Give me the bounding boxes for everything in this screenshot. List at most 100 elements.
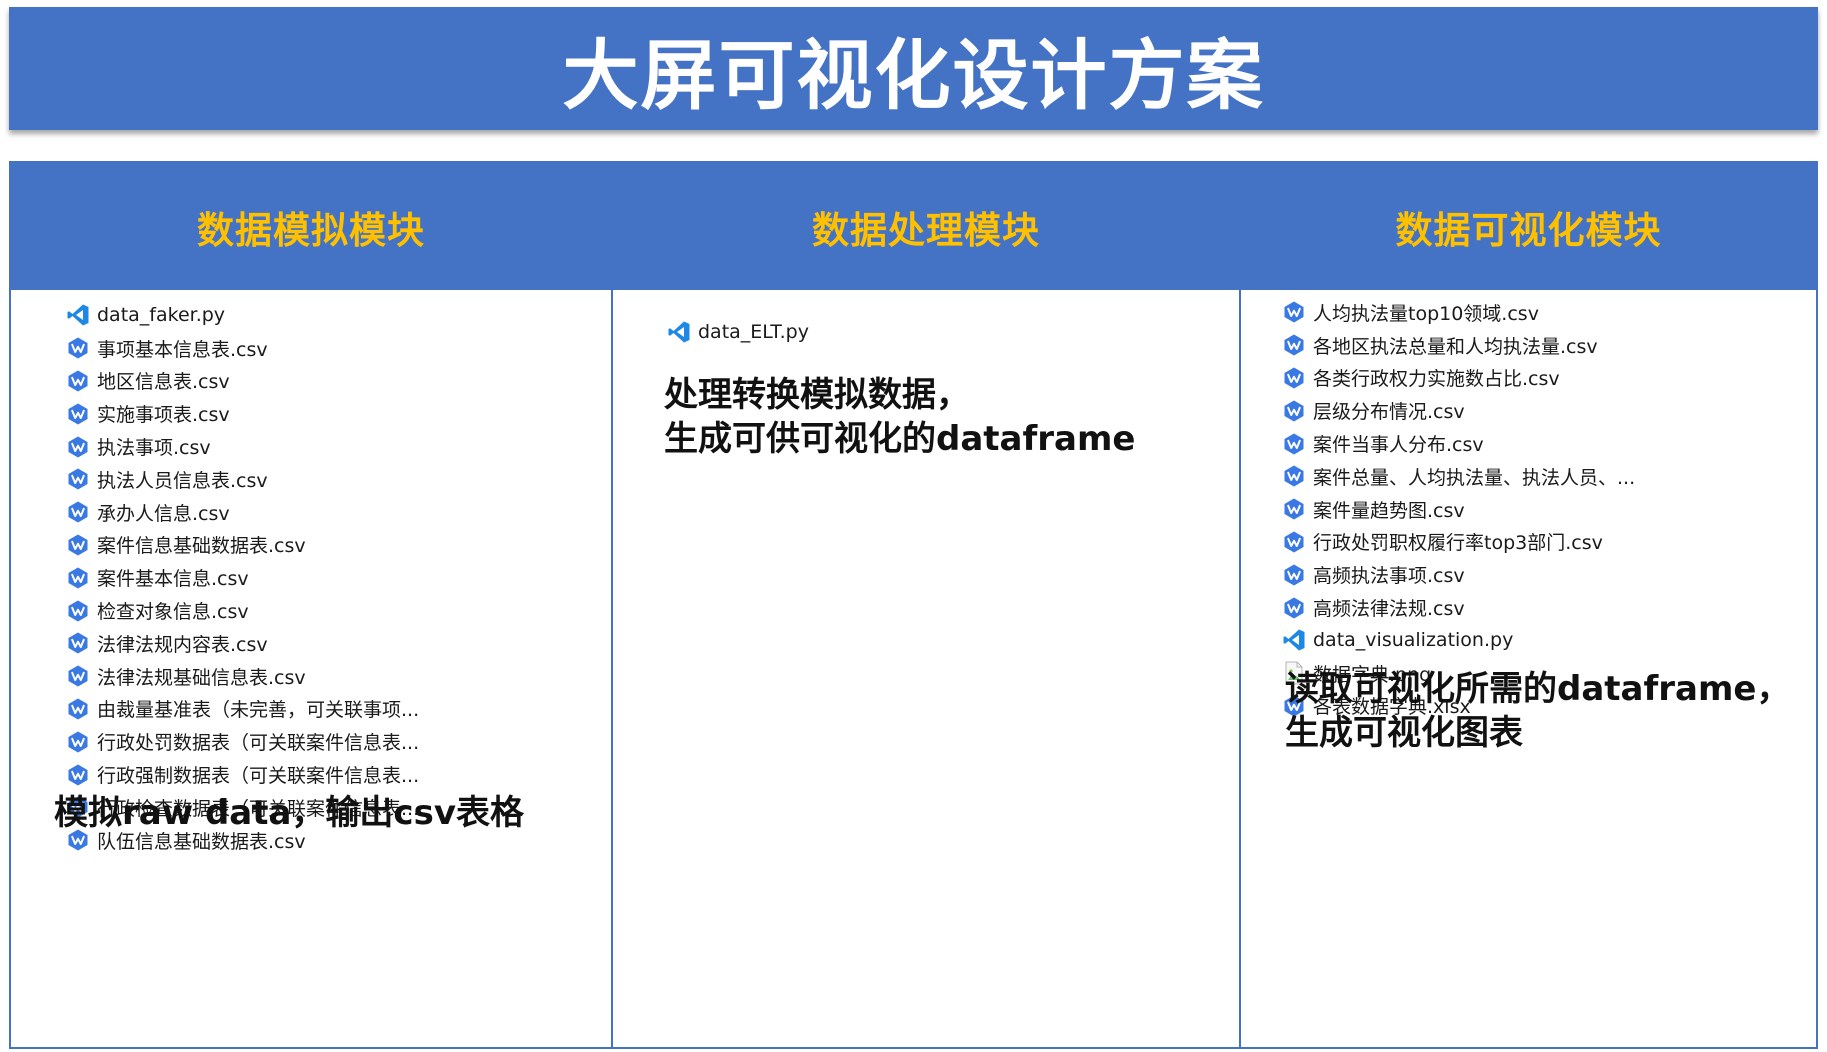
file-name: 法律法规基础信息表.csv: [97, 666, 306, 689]
description-line: 模拟raw data，输出csv表格: [54, 793, 524, 833]
file-item[interactable]: 承办人信息.csv: [66, 496, 419, 529]
file-item[interactable]: data_ELT.py: [667, 316, 809, 349]
wps-icon: [66, 730, 90, 754]
file-name: data_ELT.py: [698, 321, 809, 344]
file-name: 行政处罚数据表（可关联案件信息表...: [97, 732, 420, 755]
wps-icon: [66, 435, 90, 459]
wps-icon: [1282, 530, 1306, 554]
file-name: data_visualization.py: [1313, 629, 1514, 652]
wps-icon: [1282, 464, 1306, 488]
file-item[interactable]: 案件总量、人均执法量、执法人员、...: [1282, 460, 1635, 493]
wps-icon: [66, 336, 90, 360]
file-name: 行政处罚职权履行率top3部门.csv: [1313, 532, 1603, 555]
column-data-visualization: 数据可视化模块 人均执法量top10领域.csv 各地区执法总量和人均执法量.cs…: [1239, 163, 1816, 1047]
column-header: 数据可视化模块: [1241, 163, 1816, 290]
file-item[interactable]: 行政检查数据表（可关联案件信息表...: [66, 791, 419, 824]
wps-icon: [66, 369, 90, 393]
file-item[interactable]: 地区信息表.csv: [66, 365, 419, 398]
column-data-processing: 数据处理模块 data_ELT.py 处理转换模拟数据，生成可供可视化的data…: [611, 163, 1239, 1047]
file-item[interactable]: 事项基本信息表.csv: [66, 332, 419, 365]
file-name: 法律法规内容表.csv: [97, 633, 268, 656]
file-list: data_ELT.py: [667, 316, 809, 349]
column-header-label: 数据模拟模块: [197, 208, 425, 252]
wps-icon: [1282, 563, 1306, 587]
module-description: 读取可视化所需的dataframe，生成可视化图表: [1285, 667, 1790, 755]
wps-icon: [1282, 497, 1306, 521]
description-line: 处理转换模拟数据，: [664, 375, 970, 415]
wps-icon: [66, 402, 90, 426]
vscode-icon: [1282, 628, 1306, 652]
file-name: 数据字典.png: [1313, 663, 1432, 686]
file-item[interactable]: 案件信息基础数据表.csv: [66, 529, 419, 562]
file-item[interactable]: 各表数据字典.xlsx: [1282, 690, 1635, 723]
column-header-label: 数据可视化模块: [1395, 208, 1662, 252]
file-name: 事项基本信息表.csv: [97, 338, 268, 361]
file-name: 案件当事人分布.csv: [1313, 434, 1484, 457]
description-line: 生成可供可视化的dataframe: [664, 419, 1136, 459]
file-name: data_faker.py: [97, 304, 226, 327]
wps-icon: [66, 599, 90, 623]
description-line: 生成可视化图表: [1285, 713, 1523, 753]
file-name: 案件基本信息.csv: [97, 568, 249, 591]
wps-icon: [1282, 333, 1306, 357]
file-item[interactable]: 数据字典.png: [1282, 657, 1635, 690]
file-item[interactable]: data_faker.py: [66, 299, 419, 332]
file-item[interactable]: 行政处罚数据表（可关联案件信息表...: [66, 725, 419, 758]
wps-icon: [66, 631, 90, 655]
file-item[interactable]: 行政处罚职权履行率top3部门.csv: [1282, 526, 1635, 559]
file-name: 由裁量基准表（未完善，可关联事项...: [97, 699, 420, 722]
file-name: 人均执法量top10领域.csv: [1313, 302, 1539, 325]
column-header-label: 数据处理模块: [812, 208, 1040, 252]
file-name: 各地区执法总量和人均执法量.csv: [1313, 335, 1598, 358]
file-name: 承办人信息.csv: [97, 502, 230, 525]
file-name: 行政强制数据表（可关联案件信息表...: [97, 765, 420, 788]
file-item[interactable]: 人均执法量top10领域.csv: [1282, 296, 1635, 329]
file-item[interactable]: 执法人员信息表.csv: [66, 463, 419, 496]
wps-icon: [66, 828, 90, 852]
file-item[interactable]: 执法事项.csv: [66, 430, 419, 463]
column-data-simulation: 数据模拟模块 data_faker.py 事项基本信息表.csv 地区信息表.csv…: [11, 163, 611, 1047]
wps-icon: [66, 566, 90, 590]
wps-icon: [66, 697, 90, 721]
file-item[interactable]: 实施事项表.csv: [66, 397, 419, 430]
file-name: 层级分布情况.csv: [1313, 401, 1465, 424]
vscode-icon: [66, 303, 90, 327]
file-name: 案件总量、人均执法量、执法人员、...: [1313, 466, 1636, 489]
wps-icon: [66, 664, 90, 688]
file-item[interactable]: data_visualization.py: [1282, 624, 1635, 657]
image-file-icon: [1282, 661, 1306, 685]
file-item[interactable]: 各地区执法总量和人均执法量.csv: [1282, 329, 1635, 362]
description-line: 读取可视化所需的dataframe，: [1285, 669, 1791, 709]
file-item[interactable]: 层级分布情况.csv: [1282, 394, 1635, 427]
file-name: 案件量趋势图.csv: [1313, 499, 1465, 522]
file-item[interactable]: 行政强制数据表（可关联案件信息表...: [66, 758, 419, 791]
wps-icon: [66, 467, 90, 491]
file-item[interactable]: 检查对象信息.csv: [66, 594, 419, 627]
file-item[interactable]: 各类行政权力实施数占比.csv: [1282, 362, 1635, 395]
page-title: 大屏可视化设计方案: [562, 30, 1265, 120]
wps-icon: [66, 763, 90, 787]
file-name: 案件信息基础数据表.csv: [97, 535, 306, 558]
file-item[interactable]: 高频执法事项.csv: [1282, 558, 1635, 591]
wps-icon: [1282, 432, 1306, 456]
file-item[interactable]: 案件当事人分布.csv: [1282, 427, 1635, 460]
wps-icon: [1282, 399, 1306, 423]
file-item[interactable]: 法律法规基础信息表.csv: [66, 660, 419, 693]
file-item[interactable]: 案件量趋势图.csv: [1282, 493, 1635, 526]
file-item[interactable]: 案件基本信息.csv: [66, 561, 419, 594]
wps-icon: [1282, 366, 1306, 390]
file-name: 队伍信息基础数据表.csv: [97, 830, 306, 853]
file-item[interactable]: 法律法规内容表.csv: [66, 627, 419, 660]
file-name: 执法人员信息表.csv: [97, 469, 268, 492]
file-item[interactable]: 队伍信息基础数据表.csv: [66, 824, 419, 857]
file-name: 行政检查数据表（可关联案件信息表...: [97, 797, 420, 820]
file-item[interactable]: 高频法律法规.csv: [1282, 591, 1635, 624]
file-name: 高频执法事项.csv: [1313, 565, 1465, 588]
file-item[interactable]: 由裁量基准表（未完善，可关联事项...: [66, 693, 419, 726]
file-name: 高频法律法规.csv: [1313, 598, 1465, 621]
file-name: 检查对象信息.csv: [97, 601, 249, 624]
column-header: 数据处理模块: [613, 163, 1239, 290]
wps-icon: [1282, 596, 1306, 620]
module-description: 处理转换模拟数据，生成可供可视化的dataframe: [664, 373, 1135, 461]
